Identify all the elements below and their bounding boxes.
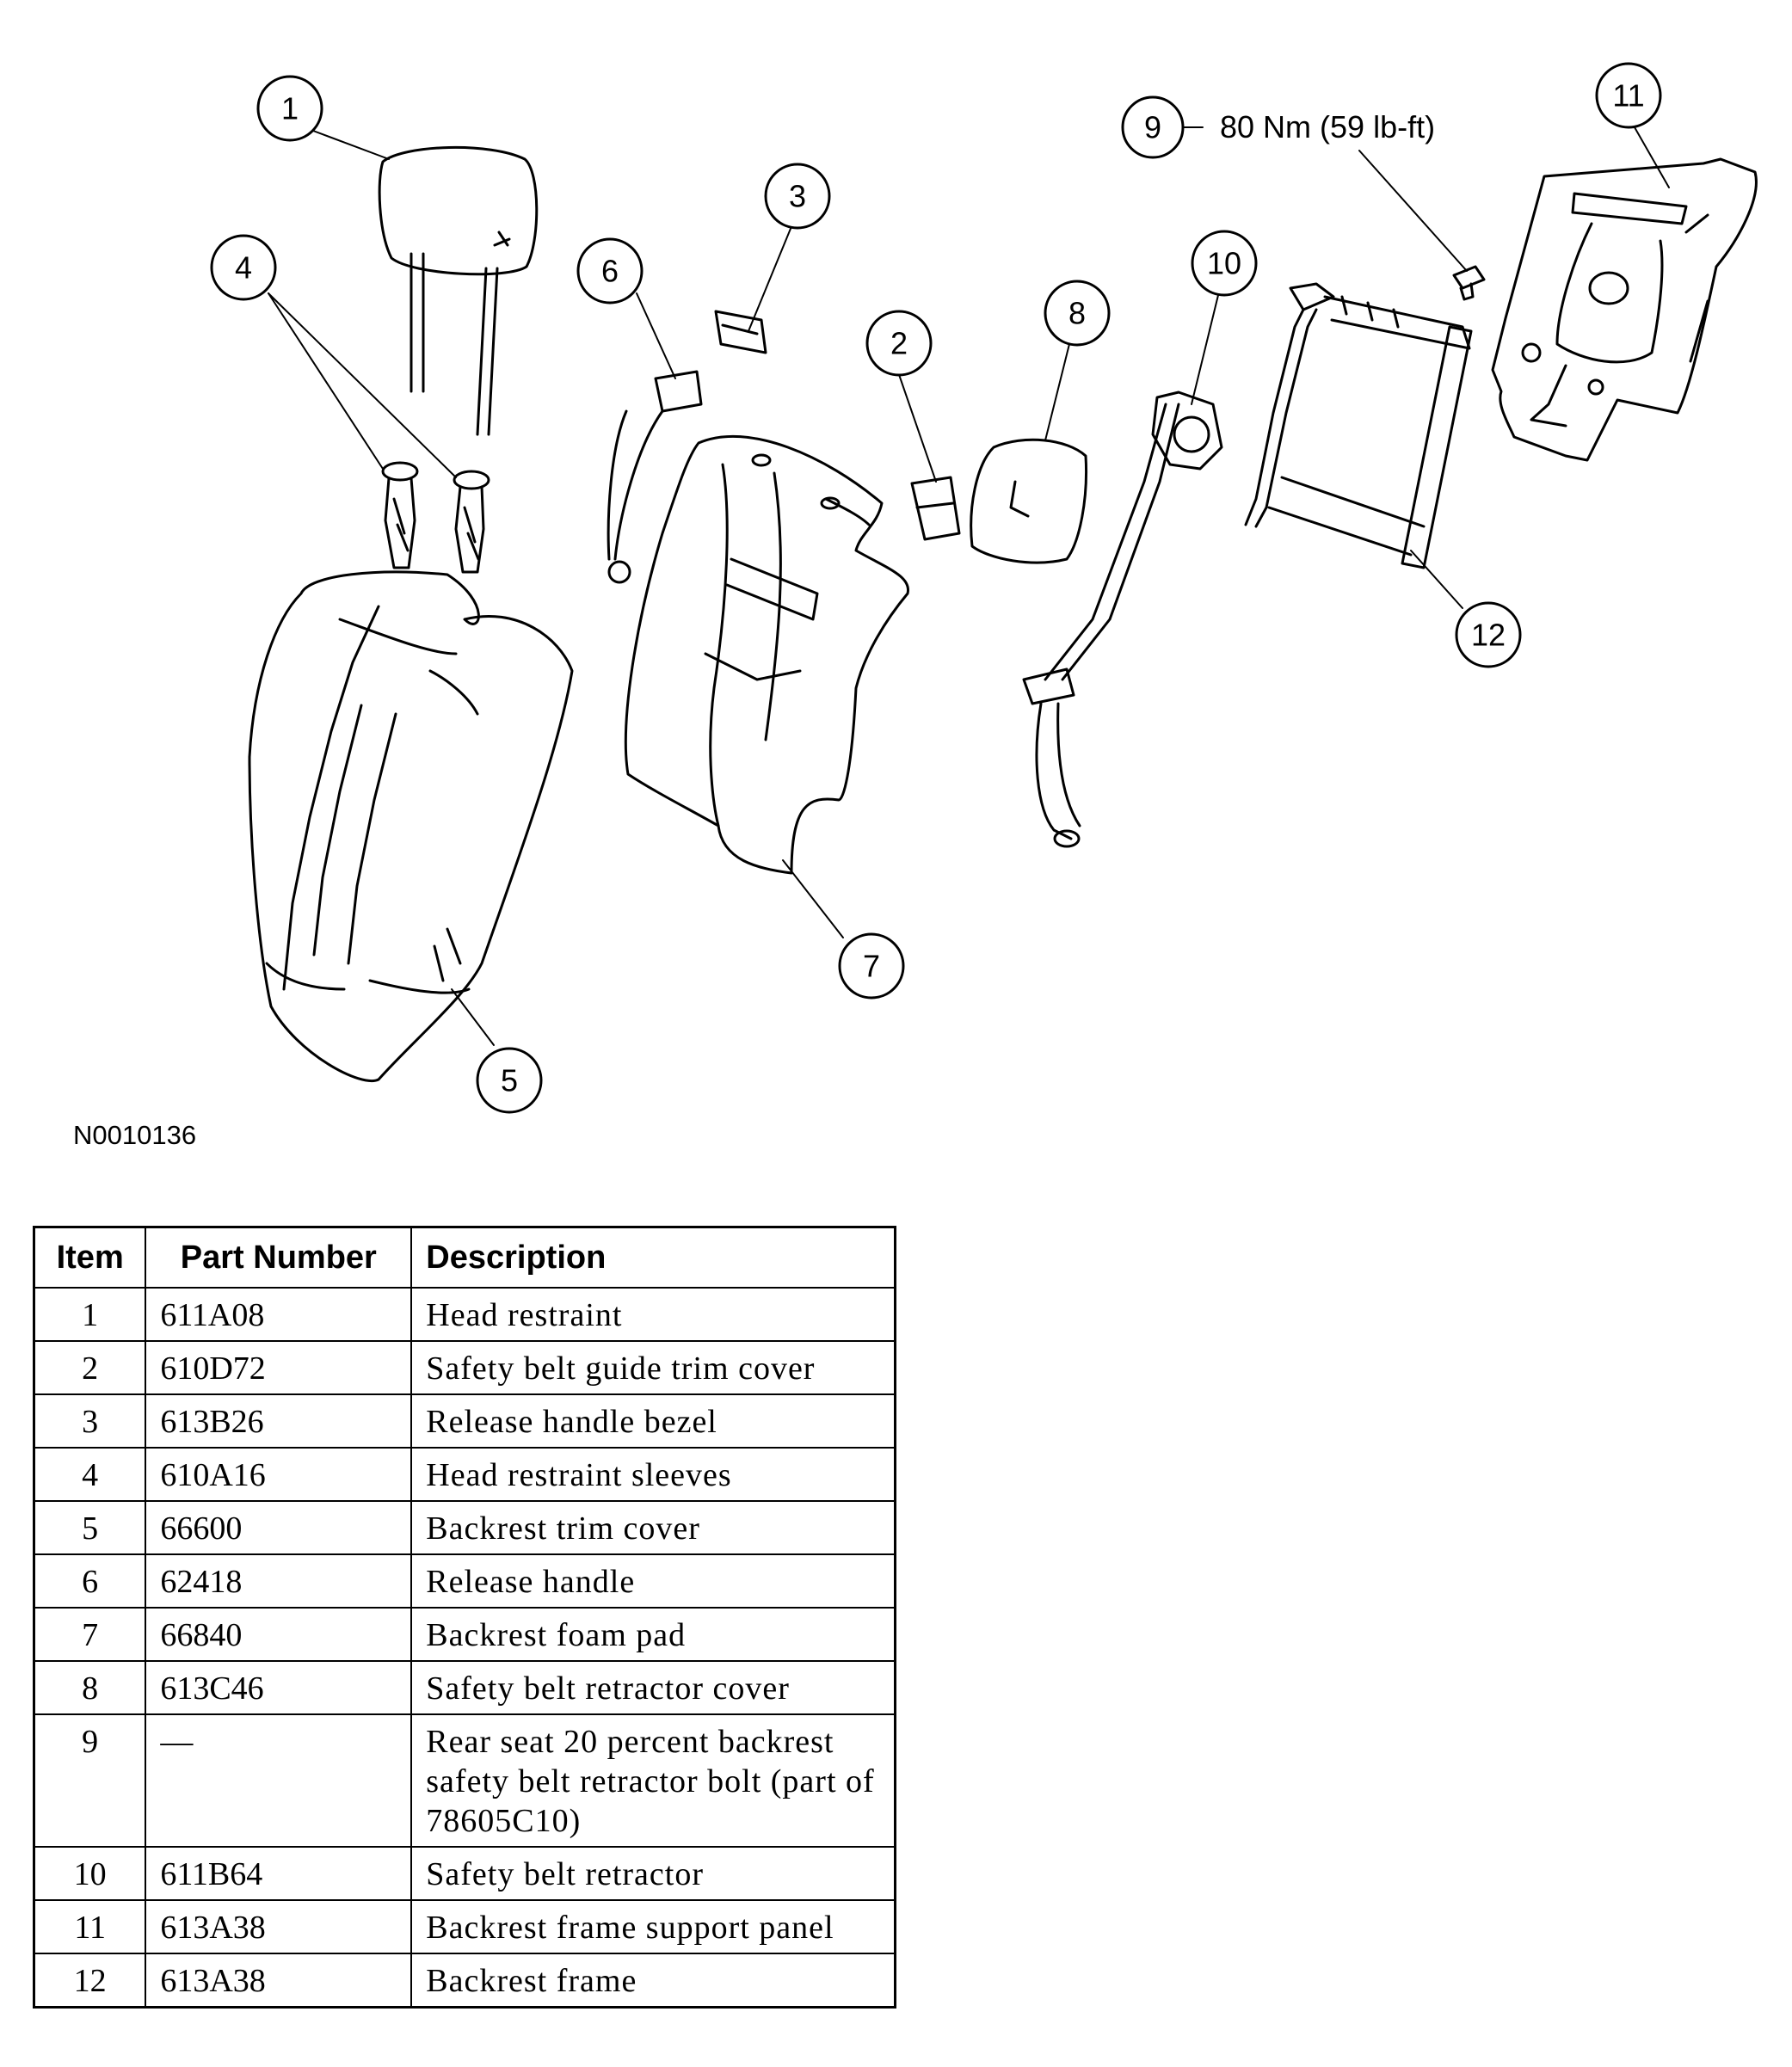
part-number-cell: 66600 (145, 1500, 413, 1555)
table-row: 7 66840 Backrest foam pad (33, 1607, 896, 1662)
description-cell: Head restraint sleeves (410, 1447, 896, 1502)
parts-table: Item Part Number Description 1 611A08 He… (33, 1226, 896, 2009)
description-cell: Release handle (410, 1553, 896, 1609)
item-cell: 11 (33, 1899, 147, 1954)
part-number-cell: 613A38 (145, 1953, 413, 2009)
table-row: 12 613A38 Backrest frame (33, 1953, 896, 2009)
part-number-cell: 611B64 (145, 1846, 413, 1901)
retractor-drawing (1022, 391, 1223, 848)
table-row: 8 613C46 Safety belt retractor cover (33, 1660, 896, 1715)
svg-text:4: 4 (235, 250, 252, 286)
part-number-cell: 611A08 (145, 1287, 413, 1342)
head-restraint-sleeves-drawing (381, 461, 490, 574)
description-cell: Backrest foam pad (410, 1607, 896, 1662)
table-row: 9 — Rear seat 20 percent backrest safety… (33, 1713, 896, 1848)
callout-6: 6 (576, 237, 644, 305)
description-cell: Backrest frame support panel (410, 1899, 896, 1954)
table-row: 6 62418 Release handle (33, 1553, 896, 1609)
description-cell: Safety belt retractor cover (410, 1660, 896, 1715)
item-cell: 2 (33, 1340, 147, 1395)
table-row: 10 611B64 Safety belt retractor (33, 1846, 896, 1901)
callout-5: 5 (476, 1047, 543, 1114)
svg-text:8: 8 (1068, 296, 1086, 331)
description-cell: Release handle bezel (410, 1393, 896, 1449)
callout-7: 7 (838, 932, 905, 1000)
exploded-view-diagram: 1 2 3 4 5 6 7 8 (210, 62, 1758, 1114)
part-number-cell: 62418 (145, 1553, 413, 1609)
table-header-row: Item Part Number Description (33, 1226, 896, 1289)
callout-8: 8 (1044, 280, 1111, 347)
svg-text:3: 3 (789, 179, 806, 214)
table-row: 1 611A08 Head restraint (33, 1287, 896, 1342)
part-number-cell: — (145, 1713, 413, 1848)
item-cell: 12 (33, 1953, 147, 2009)
part-number-cell: 613B26 (145, 1393, 413, 1449)
description-cell: Safety belt retractor (410, 1846, 896, 1901)
svg-text:5: 5 (501, 1063, 518, 1098)
part-number-cell: 610A16 (145, 1447, 413, 1502)
callout-10: 10 (1191, 230, 1258, 297)
release-handle-drawing (607, 370, 703, 584)
svg-text:9: 9 (1144, 110, 1161, 145)
retractor-bolt-drawing (1452, 265, 1486, 301)
callout-2: 2 (865, 310, 933, 377)
svg-text:7: 7 (863, 949, 880, 984)
description-cell: Rear seat 20 percent backrest safety bel… (410, 1713, 896, 1848)
part-number-cell: 66840 (145, 1607, 413, 1662)
callout-1: 1 (256, 75, 323, 142)
svg-text:2: 2 (890, 326, 908, 361)
head-restraint-drawing (378, 145, 539, 436)
frame-support-panel-drawing (1491, 157, 1758, 462)
release-handle-bezel-drawing (714, 310, 767, 354)
item-cell: 5 (33, 1500, 147, 1555)
svg-text:10: 10 (1207, 246, 1241, 281)
table-row: 3 613B26 Release handle bezel (33, 1393, 896, 1449)
description-cell: Backrest frame (410, 1953, 896, 2009)
leader-lines (268, 126, 1670, 1046)
header-description: Description (410, 1226, 896, 1289)
svg-text:11: 11 (1612, 78, 1644, 114)
callouts: 1 2 3 4 5 6 7 8 (210, 62, 1662, 1114)
svg-text:1: 1 (281, 91, 299, 126)
callout-12: 12 (1455, 601, 1522, 668)
description-cell: Safety belt guide trim cover (410, 1340, 896, 1395)
backrest-foam-pad-drawing (624, 434, 909, 875)
item-cell: 8 (33, 1660, 147, 1715)
header-item: Item (33, 1226, 147, 1289)
item-cell: 1 (33, 1287, 147, 1342)
svg-text:6: 6 (601, 254, 619, 289)
part-number-cell: 610D72 (145, 1340, 413, 1395)
description-cell: Head restraint (410, 1287, 896, 1342)
item-cell: 10 (33, 1846, 147, 1901)
backrest-trim-cover-drawing (248, 570, 574, 1082)
callout-3: 3 (764, 163, 831, 230)
table-row: 4 610A16 Head restraint sleeves (33, 1447, 896, 1502)
part-number-cell: 613A38 (145, 1899, 413, 1954)
torque-spec: 80 Nm (59 lb-ft) (1220, 109, 1435, 145)
table-row: 11 613A38 Backrest frame support panel (33, 1899, 896, 1954)
retractor-cover-drawing (970, 438, 1087, 564)
item-cell: 4 (33, 1447, 147, 1502)
item-cell: 3 (33, 1393, 147, 1449)
callout-4: 4 (210, 234, 277, 301)
callout-9: 9 (1121, 95, 1185, 159)
table-row: 2 610D72 Safety belt guide trim cover (33, 1340, 896, 1395)
item-cell: 9 (33, 1713, 147, 1848)
svg-text:12: 12 (1471, 618, 1506, 653)
item-cell: 6 (33, 1553, 147, 1609)
backrest-frame-drawing (1244, 282, 1473, 569)
belt-guide-trim-cover-drawing (910, 476, 961, 541)
header-part-number: Part Number (145, 1226, 413, 1289)
part-number-cell: 613C46 (145, 1660, 413, 1715)
figure-id: N0010136 (73, 1120, 197, 1150)
table-row: 5 66600 Backrest trim cover (33, 1500, 896, 1555)
callout-11: 11 (1595, 62, 1662, 129)
description-cell: Backrest trim cover (410, 1500, 896, 1555)
item-cell: 7 (33, 1607, 147, 1662)
